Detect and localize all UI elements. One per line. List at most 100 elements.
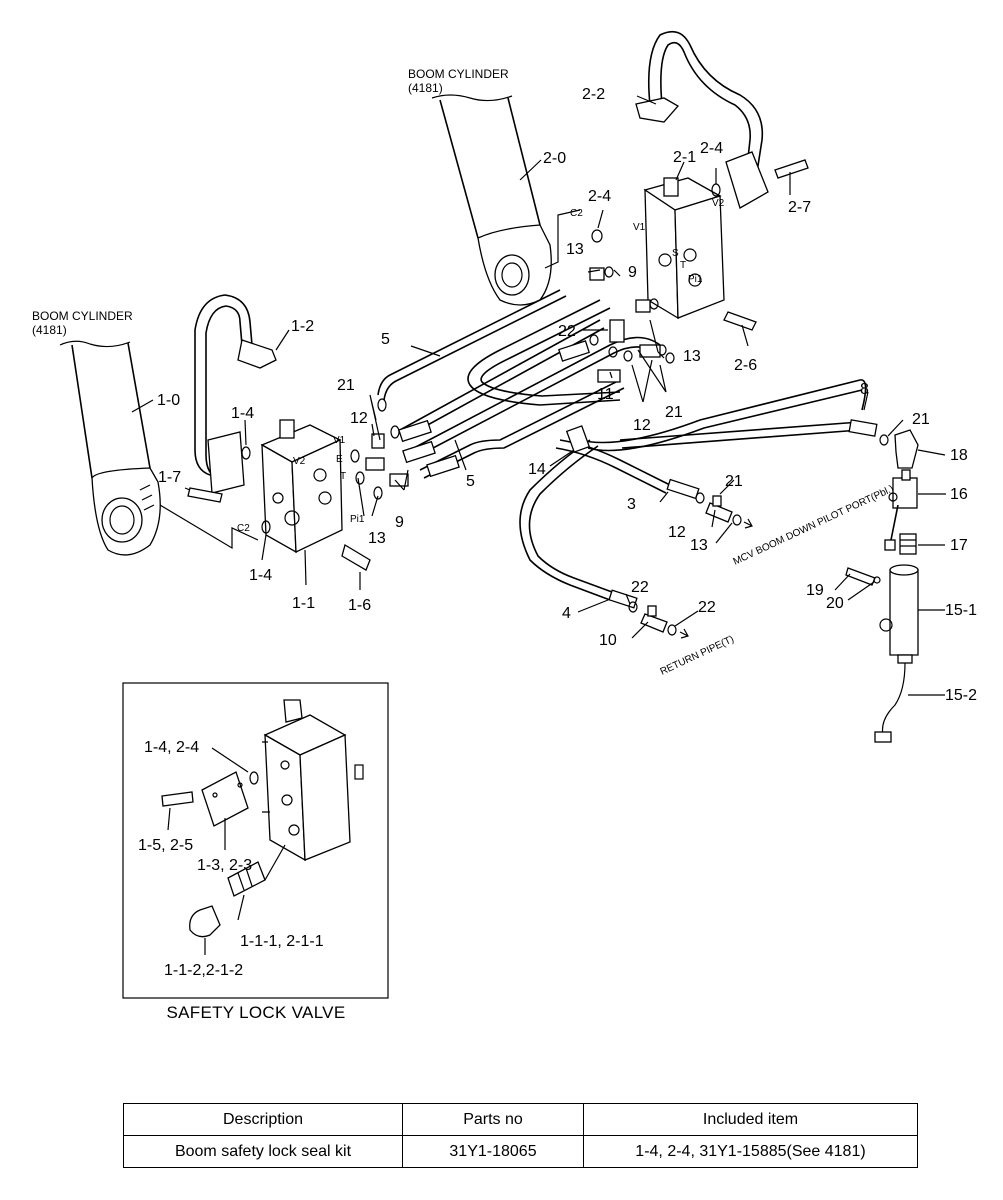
label-9-top: 9 [628, 264, 637, 281]
oring-2-4-lower [591, 229, 603, 243]
label-22-b: 22 [698, 599, 716, 616]
label-boom-cylinder-right: BOOM CYLINDER [408, 67, 509, 81]
label-21-mid: 21 [665, 404, 683, 421]
label-1-7: 1-7 [158, 469, 181, 486]
label-22-a: 22 [631, 579, 649, 596]
port-c2-right: C2 [570, 208, 583, 219]
valve-16 [884, 469, 918, 551]
fitting-4-tee [608, 589, 689, 639]
label-1-1: 1-1 [292, 595, 315, 612]
label-1-4-lower: 1-4 [249, 567, 272, 584]
table-cell-included-item: 1-4, 2-4, 31Y1-15885(See 4181) [583, 1135, 918, 1168]
label-19: 19 [806, 582, 824, 599]
port-e-left: E [336, 454, 343, 465]
label-17: 17 [950, 537, 968, 554]
label-8: 8 [860, 381, 869, 398]
detail-valve-drawing [161, 699, 364, 938]
bolt-2-6 [723, 311, 757, 331]
fitting-21-8 [848, 419, 889, 446]
label-boom-cylinder-left-ref: (4181) [32, 323, 67, 337]
label-2-4-lower: 2-4 [588, 188, 611, 205]
table-row: Boom safety lock seal kit 31Y1-18065 1-4… [123, 1135, 918, 1168]
label-1-0: 1-0 [157, 392, 180, 409]
right-safety-lock-valve [643, 177, 725, 320]
note-return-pipe: RETURN PIPE(T) [659, 634, 736, 678]
bolt-1-7 [187, 487, 223, 503]
washer-20 [873, 576, 881, 584]
port-pi1-left: Pi1 [350, 514, 365, 525]
fittings-left [350, 398, 460, 500]
label-5-upper: 5 [381, 331, 390, 348]
connector-15-2 [874, 731, 892, 743]
detail-label-1-1-2-2-1-2: 1-1-2,2-1-2 [164, 962, 243, 979]
hose-4 [519, 439, 613, 601]
right-pipe-2-2 [635, 30, 769, 209]
label-18: 18 [950, 447, 968, 464]
label-11: 11 [597, 386, 614, 403]
label-16: 16 [950, 486, 968, 503]
oring-1-4-lower [261, 520, 271, 534]
label-3: 3 [627, 496, 636, 513]
label-22-mid: 22 [558, 323, 576, 340]
label-13-left: 13 [368, 530, 386, 547]
detail-box [122, 682, 389, 999]
port-t-left: T [340, 471, 346, 482]
left-safety-lock-valve [260, 419, 343, 554]
oring-1-4-upper [241, 446, 251, 460]
table-header-included-item: Included item [583, 1103, 918, 1136]
label-1-6: 1-6 [348, 597, 371, 614]
detail-caption: SAFETY LOCK VALVE [166, 1003, 346, 1022]
elbow-18 [894, 429, 919, 469]
hose-5-lower [419, 379, 625, 479]
detail-leaders [167, 747, 249, 955]
label-12-left: 12 [350, 410, 368, 427]
label-1-2: 1-2 [291, 318, 314, 335]
sensor-15-1 [879, 564, 919, 664]
bolt-1-6 [341, 544, 371, 571]
detail-label-1-1-1-2-1-1: 1-1-1, 2-1-1 [240, 933, 324, 950]
label-4: 4 [562, 605, 571, 622]
label-2-0: 2-0 [543, 150, 566, 167]
label-21-right: 21 [912, 411, 930, 428]
detail-label-1-3-2-3: 1-3, 2-3 [197, 857, 252, 874]
clamp-14 [565, 425, 591, 453]
port-t-right: T [680, 260, 686, 271]
label-13-tee: 13 [690, 537, 708, 554]
label-21-left: 21 [337, 377, 355, 394]
right-boom-cylinder [431, 94, 581, 306]
label-14: 14 [528, 461, 546, 478]
bolt-19 [845, 567, 876, 586]
label-1-4-upper: 1-4 [231, 405, 254, 422]
left-pipe-1-2 [194, 294, 277, 494]
wire-15-2 [881, 662, 906, 736]
fittings-center [558, 266, 675, 383]
note-mcv-boom-down: MCV BOOM DOWN PILOT PORT(Pbl.) [732, 483, 896, 567]
leader-lines [131, 95, 946, 696]
label-12-mid: 12 [633, 417, 651, 434]
port-v2-left: V2 [293, 456, 306, 467]
label-20: 20 [826, 595, 844, 612]
label-15-2: 15-2 [945, 687, 977, 704]
detail-label-1-5-2-5: 1-5, 2-5 [138, 837, 193, 854]
fitting-17 [899, 533, 917, 555]
port-s-right: S [672, 248, 679, 259]
label-13-mid: 13 [683, 348, 701, 365]
label-2-6: 2-6 [734, 357, 757, 374]
port-pi1-right: Pi1 [688, 274, 703, 285]
label-13-top: 13 [566, 241, 584, 258]
label-21-tee: 21 [725, 473, 743, 490]
table-cell-description: Boom safety lock seal kit [123, 1135, 403, 1168]
label-5-lower: 5 [466, 473, 475, 490]
detail-labels: 1-4, 2-4 1-5, 2-5 1-3, 2-3 1-1-1, 2-1-1 … [138, 739, 324, 979]
label-9-left: 9 [395, 514, 404, 531]
fitting-3-tee [666, 478, 753, 529]
label-10: 10 [599, 632, 617, 649]
port-v1-left: V1 [333, 435, 346, 446]
port-v2-right: V2 [712, 198, 725, 209]
label-2-7: 2-7 [788, 199, 811, 216]
label-12-tee: 12 [668, 524, 686, 541]
table-cell-parts-no: 31Y1-18065 [402, 1135, 584, 1168]
port-v1-right: V1 [633, 222, 646, 233]
table-header-description: Description [123, 1103, 403, 1136]
